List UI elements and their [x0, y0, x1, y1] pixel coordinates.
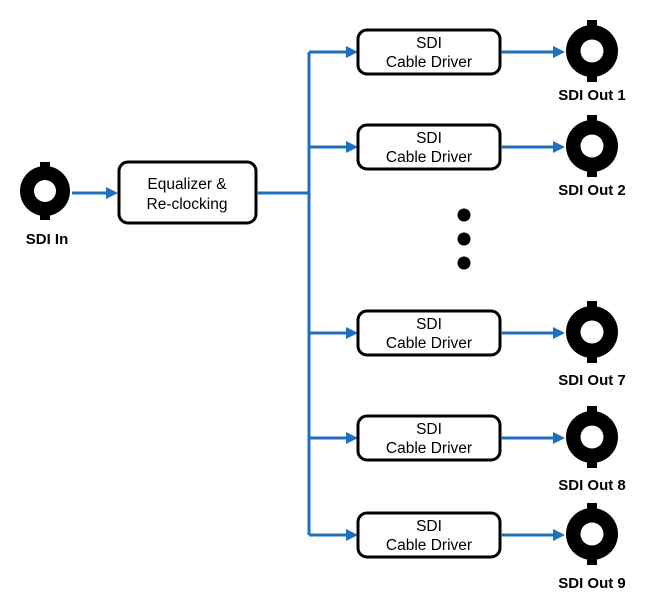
sdi-out-9-label: SDI Out 9	[558, 575, 626, 592]
driver-8-label-line1: SDI	[416, 421, 442, 438]
output-channel-9: SDI Cable Driver SDI Out 9	[309, 503, 626, 592]
output-channel-1: SDI Cable Driver SDI Out 1	[309, 20, 626, 104]
driver-1-label-line2: Cable Driver	[386, 54, 472, 71]
driver-8-label-line2: Cable Driver	[386, 440, 472, 457]
sdi-out-8-connector	[566, 406, 618, 468]
sdi-out-2-connector	[566, 115, 618, 177]
driver-2-label-line2: Cable Driver	[386, 149, 472, 166]
distribution-bus	[257, 52, 311, 535]
sdi-in-connector	[20, 162, 70, 220]
sdi-out-2-label: SDI Out 2	[558, 182, 626, 199]
driver-7-label-line1: SDI	[416, 316, 442, 333]
driver-2-label-line1: SDI	[416, 130, 442, 147]
output-channel-7: SDI Cable Driver SDI Out 7	[309, 301, 626, 389]
driver-1-label-line1: SDI	[416, 35, 442, 52]
output-channel-8: SDI Cable Driver SDI Out 8	[309, 406, 626, 494]
sdi-out-1-label: SDI Out 1	[558, 87, 626, 104]
driver-9-label-line2: Cable Driver	[386, 537, 472, 554]
input-wire	[72, 187, 118, 199]
sdi-out-7-connector	[566, 301, 618, 363]
sdi-in-label: SDI In	[26, 231, 69, 248]
driver-7-label-line2: Cable Driver	[386, 335, 472, 352]
equalizer-label-line1: Equalizer &	[147, 176, 227, 193]
equalizer-label-line2: Re-clocking	[147, 196, 228, 213]
sdi-out-8-label: SDI Out 8	[558, 477, 626, 494]
equalizer-reclocking-block: Equalizer & Re-clocking	[117, 160, 258, 225]
sdi-out-9-connector	[566, 503, 618, 565]
driver-9-label-line1: SDI	[416, 518, 442, 535]
output-channel-2: SDI Cable Driver SDI Out 2	[309, 115, 626, 199]
sdi-out-1-connector	[566, 20, 618, 82]
ellipsis-dots	[457, 208, 471, 270]
sdi-out-7-label: SDI Out 7	[558, 372, 626, 389]
